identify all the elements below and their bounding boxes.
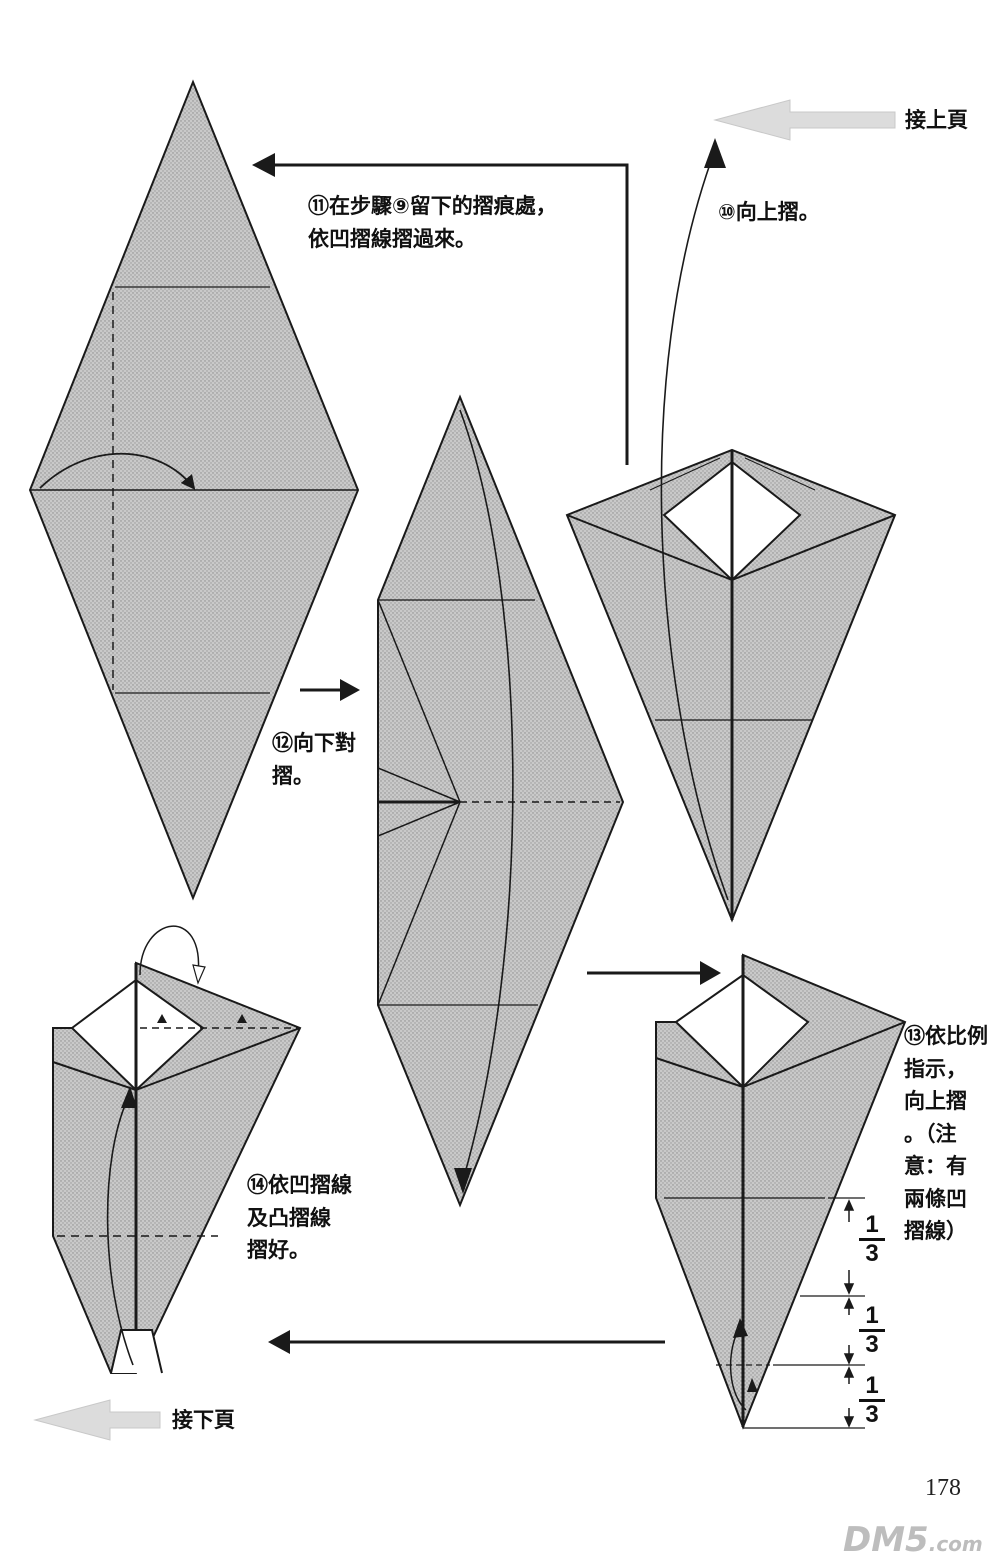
ghost-arrow-bottom [33,1399,161,1441]
ratio-mark-3-denominator: 3 [865,1401,879,1428]
step-12-instruction: ⑫向下對 摺。 [272,731,356,788]
arrow-step-10-to-11 [252,153,629,465]
ratio-mark-3: 1 3 [859,1373,885,1428]
arrow-step-13-to-14 [268,1330,665,1354]
figure-step-10-kite [565,138,897,923]
watermark-suffix: .com [928,1532,983,1556]
ratio-mark-2-denominator: 3 [865,1331,879,1358]
ratio-mark-3-numerator: 1 [859,1373,885,1402]
ratio-mark-2-numerator: 1 [859,1303,885,1332]
ghost-arrow-top [713,99,896,141]
figure-step-11-diamond [28,79,360,901]
figure-step-13-shape [655,953,907,1430]
ratio-mark-1: 1 3 [859,1212,885,1267]
step-11-instruction: ⑪在步驟⑨留下的摺痕處， 依凹摺線摺過來。 [308,194,557,251]
arrow-step-11-to-12 [300,679,360,701]
step-14-instruction: ⑭依凹摺線 及凸摺線 摺好。 [247,1173,352,1263]
continue-from-previous-label: 接上頁 [905,108,968,132]
step-13-instruction: ⑬依比例 指示， 向上摺 。（注 意：有 兩條凹 摺線） [904,1024,988,1244]
ratio-mark-1-denominator: 3 [865,1240,879,1267]
figure-step-14-shape [52,925,302,1374]
continue-to-next-label: 接下頁 [172,1408,235,1432]
arrow-step-12-to-13 [587,961,721,985]
watermark-brand: DM5 [843,1520,929,1560]
page-number: 178 [925,1475,961,1501]
ratio-mark-1-numerator: 1 [859,1212,885,1241]
ratio-mark-2: 1 3 [859,1303,885,1358]
figure-step-12-shape [377,394,625,1208]
watermark-logo: DM5.com [843,1520,983,1560]
step-10-instruction: ⑩向上摺。 [718,200,820,224]
